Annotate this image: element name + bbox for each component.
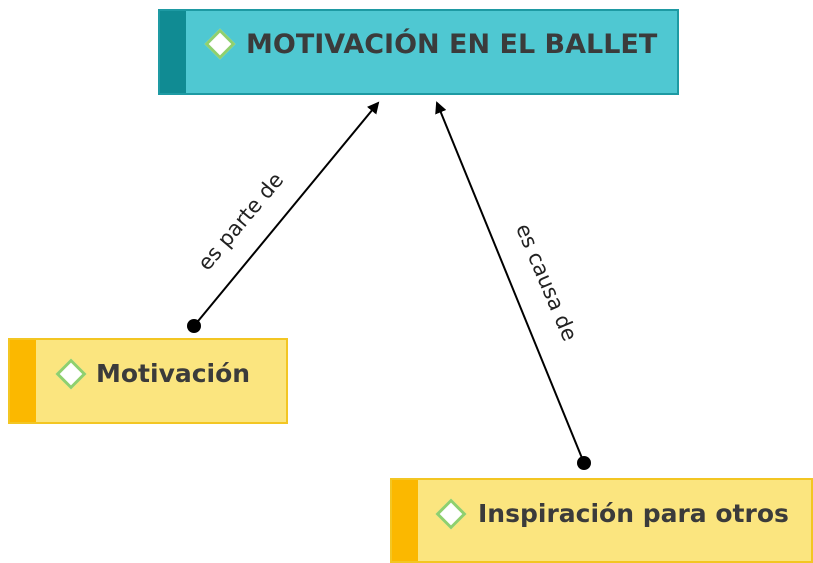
node-label: Inspiración para otros — [478, 499, 789, 528]
link-label-parte: es parte de — [193, 168, 288, 275]
concept-node-motivacion-en-el-ballet[interactable]: MOTIVACIÓN EN EL BALLET — [158, 9, 679, 95]
node-stripe — [160, 11, 186, 93]
diamond-icon — [204, 28, 236, 60]
link-es-parte-de[interactable]: es parte de — [187, 101, 380, 333]
link-origin-dot-causa — [577, 456, 591, 470]
link-origin-dot-parte — [187, 319, 201, 333]
concept-node-inspiracion-para-otros[interactable]: Inspiración para otros — [390, 478, 813, 563]
link-label-causa: es causa de — [511, 220, 582, 344]
link-es-causa-de[interactable]: es causa de — [435, 101, 591, 470]
node-label: MOTIVACIÓN EN EL BALLET — [246, 29, 658, 60]
node-stripe — [10, 340, 36, 422]
link-line-parte[interactable] — [193, 101, 380, 327]
node-stripe — [392, 480, 418, 561]
diamond-icon — [435, 498, 467, 530]
diamond-icon — [55, 358, 87, 390]
node-label: Motivación — [96, 359, 251, 388]
concept-node-motivacion[interactable]: Motivación — [8, 338, 288, 424]
link-line-causa[interactable] — [435, 101, 585, 464]
